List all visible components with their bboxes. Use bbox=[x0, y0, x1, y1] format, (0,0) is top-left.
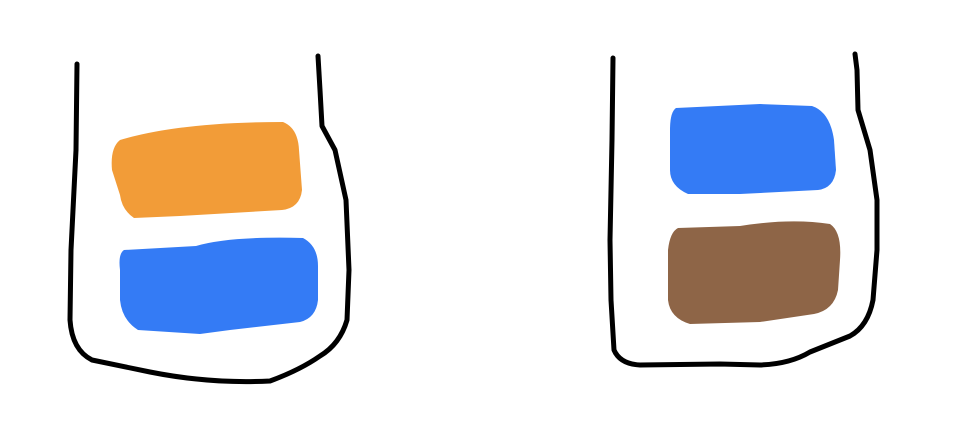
right-top-layer bbox=[670, 104, 836, 194]
right-container bbox=[607, 51, 880, 368]
left-container-outline bbox=[67, 53, 352, 385]
left-bottom-layer bbox=[119, 237, 318, 334]
left-top-layer bbox=[111, 122, 303, 218]
right-container-outline bbox=[607, 51, 880, 368]
left-container bbox=[67, 53, 352, 385]
right-bottom-layer bbox=[668, 221, 841, 324]
